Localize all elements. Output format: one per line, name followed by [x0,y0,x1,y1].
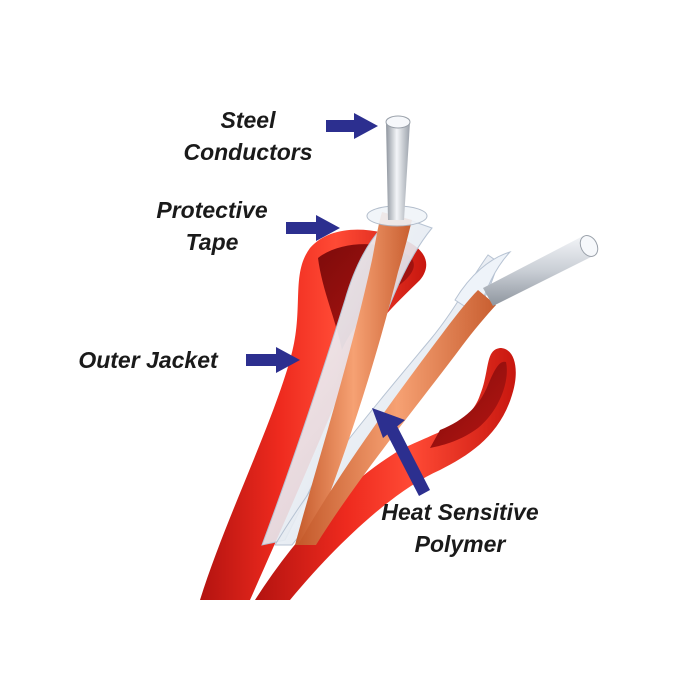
steel-conductor-vertical [386,122,410,220]
steel-conductor-diagonal-tip [579,235,599,257]
steel-conductor-diagonal [483,236,593,306]
label-outer-jacket: Outer Jacket [78,347,219,373]
label-polymer-line2: Polymer [415,531,507,557]
arrow-outer-jacket [246,347,300,373]
arrow-steel-conductors [326,113,378,139]
label-steel-line1: Steel [221,107,277,133]
outer-jacket-right-inner [430,361,507,448]
protective-tape-vertical [295,212,412,545]
arrow-heat-sensitive-polymer [372,408,430,496]
steel-conductor-vertical-tip [385,115,411,129]
label-polymer-line1: Heat Sensitive [381,499,538,525]
label-steel-line2: Conductors [183,139,312,165]
label-tape-line2: Tape [186,229,239,255]
label-tape-line1: Protective [156,197,267,223]
arrow-protective-tape [286,215,340,241]
